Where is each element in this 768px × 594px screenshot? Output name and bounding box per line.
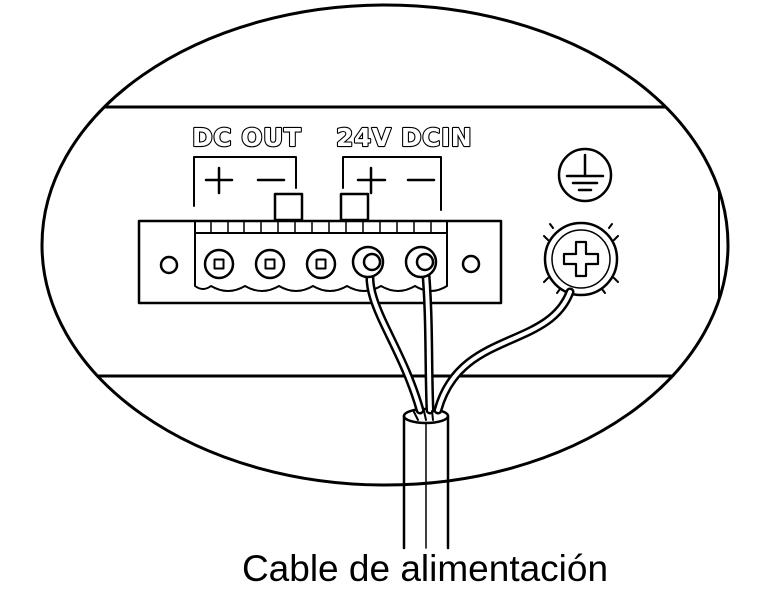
screw-terminal-icon <box>543 221 619 297</box>
terminal-screw <box>203 248 235 280</box>
plus-sign-icon <box>204 166 234 195</box>
caption-container: Cable de alimentación <box>0 548 768 590</box>
wire-ground <box>433 287 575 415</box>
terminal-screw <box>254 248 286 280</box>
dc-in-label: 24V DCIN <box>336 123 472 152</box>
plus-sign-icon <box>562 240 600 278</box>
magnifier-oval <box>40 3 730 487</box>
mounting-hole-left <box>159 255 179 275</box>
terminal-screw <box>305 248 337 280</box>
dc-in-polarity <box>342 156 442 211</box>
dc-out-label: DC OUT <box>192 123 301 152</box>
ground-icon <box>557 147 613 203</box>
plus-sign-icon <box>356 166 387 195</box>
dc-out-polarity <box>193 156 297 207</box>
wire-negative <box>420 257 435 415</box>
terminal-screw-wired <box>404 245 438 279</box>
power-cable <box>402 407 450 550</box>
terminal-block <box>137 192 503 305</box>
caption-label: Cable de alimentación <box>241 548 609 589</box>
terminal-screw-wired <box>351 245 385 279</box>
